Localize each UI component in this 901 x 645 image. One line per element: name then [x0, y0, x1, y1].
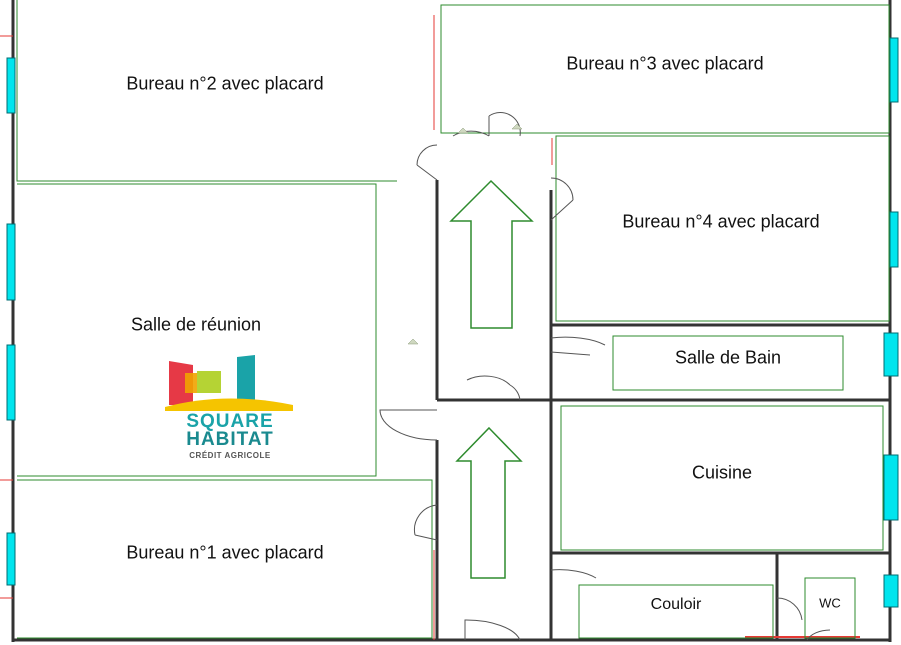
room-label-bain: Salle de Bain: [674, 347, 782, 368]
room-label-bureau-1: Bureau n°1 avec placard: [126, 542, 324, 563]
room-label-cuisine: Cuisine: [691, 462, 753, 483]
logo-text-habitat: HABITAT: [186, 429, 274, 450]
logo-text-square: SQUARE: [186, 411, 274, 432]
room-label-bureau-2: Bureau n°2 avec placard: [126, 73, 324, 94]
red-accents: [0, 15, 860, 640]
room-label-reunion: Salle de réunion: [130, 314, 262, 335]
logo-mark: [165, 355, 293, 411]
arrow-up-lower: [455, 426, 523, 579]
windows: [6, 37, 899, 608]
room-label-wc: WC: [819, 595, 841, 611]
room-label-couloir: Couloir: [650, 596, 702, 613]
room-label-bureau-4: Bureau n°4 avec placard: [622, 211, 820, 232]
doors: [379, 112, 831, 641]
arrow-up-upper: [449, 179, 534, 329]
direction-arrows: [449, 179, 534, 579]
room-outlines: [16, 0, 890, 639]
markers: [407, 123, 523, 345]
room-label-bureau-3: Bureau n°3 avec placard: [566, 53, 764, 74]
logo-text-credit-agricole: CRÉDIT AGRICOLE: [189, 451, 271, 460]
square-habitat-logo: SQUARE HABITAT CRÉDIT AGRICOLE: [165, 355, 295, 465]
